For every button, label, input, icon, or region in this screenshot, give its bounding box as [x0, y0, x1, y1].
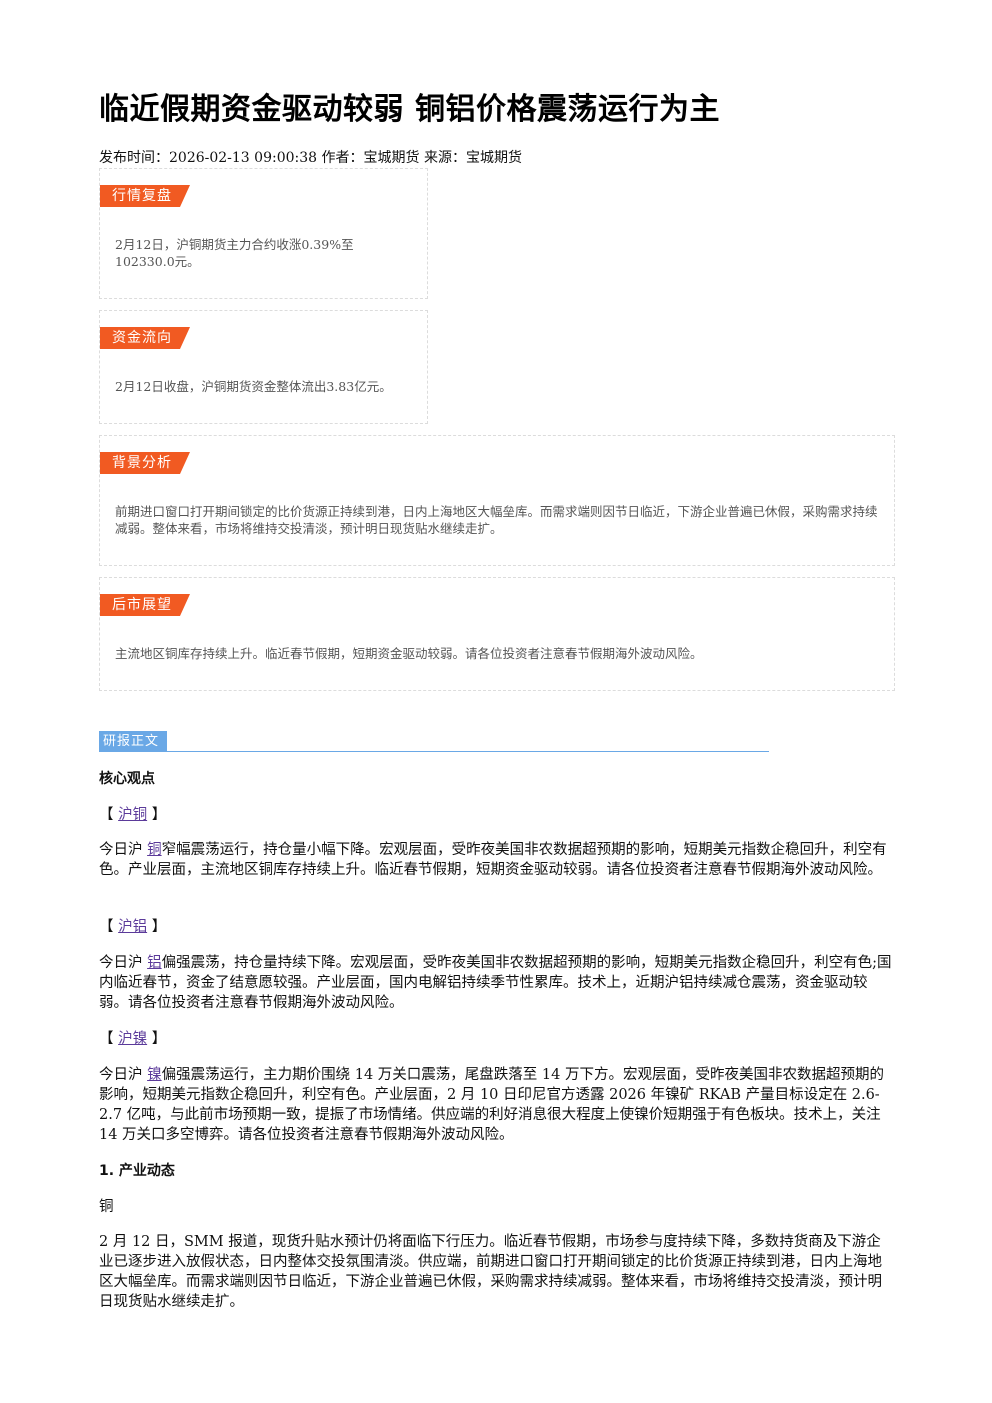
outlook-box: 后市展望 主流地区铜库存持续上升。临近春节假期，短期资金驱动较弱。请各位投资者注… — [99, 577, 895, 691]
nickel-label-line: 【 沪镍 】 — [99, 1031, 167, 1047]
aluminum-paragraph: 今日沪 铝偏强震荡，持仓量持续下降。宏观层面，受昨夜美国非农数据超预期的影响，短… — [99, 955, 892, 1011]
nickel-inline-link[interactable]: 镍 — [147, 1067, 162, 1083]
copper-paragraph: 今日沪 铜窄幅震荡运行，持仓量小幅下降。宏观层面，受昨夜美国非农数据超预期的影响… — [99, 842, 887, 878]
aluminum-label-line: 【 沪铝 】 — [99, 919, 167, 935]
aluminum-inline-link[interactable]: 铝 — [147, 955, 162, 971]
core-heading: 核心观点 — [99, 771, 155, 787]
background-tag: 背景分析 — [100, 452, 190, 474]
report-tag: 研报正文 — [99, 731, 168, 752]
outlook-tag: 后市展望 — [100, 594, 190, 616]
copper-subheading: 铜 — [99, 1199, 114, 1215]
market-review-box: 行情复盘 2月12日，沪铜期货主力合约收涨0.39%至102330.0元。 — [99, 168, 428, 299]
aluminum-label-link[interactable]: 沪铝 — [118, 919, 148, 935]
market-review-text: 2月12日，沪铜期货主力合约收涨0.39%至102330.0元。 — [115, 237, 354, 269]
fund-flow-box: 资金流向 2月12日收盘，沪铜期货资金整体流出3.83亿元。 — [99, 310, 428, 424]
copper-label-line: 【 沪铜 】 — [99, 807, 167, 823]
page-title: 临近假期资金驱动较弱 铜铝价格震荡运行为主 — [99, 92, 720, 127]
copper-label-link[interactable]: 沪铜 — [118, 807, 148, 823]
nickel-label-link[interactable]: 沪镍 — [118, 1031, 148, 1047]
background-box: 背景分析 前期进口窗口打开期间锁定的比价货源正持续到港，日内上海地区大幅垒库。而… — [99, 435, 895, 566]
copper-inline-link[interactable]: 铜 — [147, 842, 162, 858]
background-text: 前期进口窗口打开期间锁定的比价货源正持续到港，日内上海地区大幅垒库。而需求端则因… — [115, 504, 878, 536]
industry-paragraph: 2 月 12 日，SMM 报道，现货升贴水预计仍将面临下行压力。临近春节假期，市… — [99, 1234, 882, 1310]
fund-flow-tag: 资金流向 — [100, 327, 190, 349]
market-review-tag: 行情复盘 — [100, 185, 190, 207]
outlook-text: 主流地区铜库存持续上升。临近春节假期，短期资金驱动较弱。请各位投资者注意春节假期… — [115, 646, 703, 661]
report-header: 研报正文 — [99, 731, 769, 753]
industry-heading: 1. 产业动态 — [99, 1163, 175, 1179]
report-divider — [99, 751, 769, 752]
nickel-paragraph: 今日沪 镍偏强震荡运行，主力期价围绕 14 万关口震荡，尾盘跌落至 14 万下方… — [99, 1067, 884, 1143]
publish-meta: 发布时间：2026-02-13 09:00:38 作者：宝城期货 来源：宝城期货 — [99, 150, 522, 166]
fund-flow-text: 2月12日收盘，沪铜期货资金整体流出3.83亿元。 — [115, 379, 392, 394]
